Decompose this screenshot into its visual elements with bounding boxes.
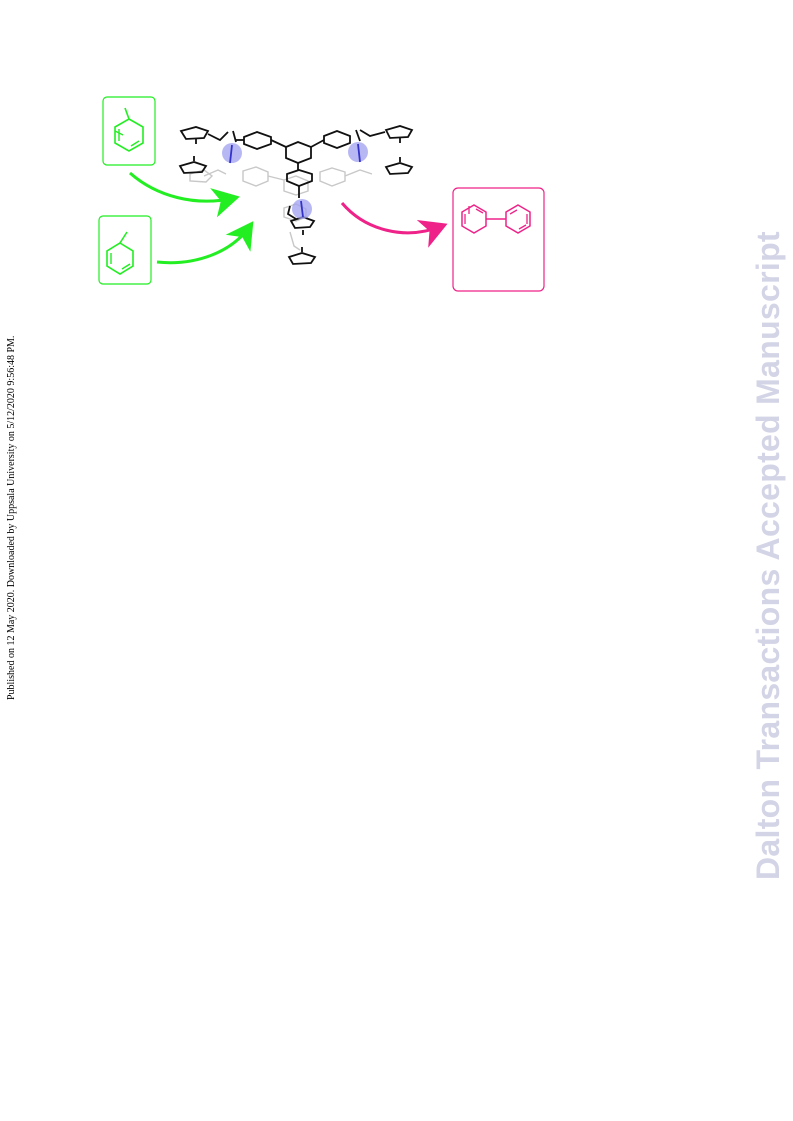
- catalyst-ghost-layer: [189, 166, 373, 251]
- biaryl-product-box: [452, 187, 545, 292]
- reactant-arrows: [129, 171, 254, 265]
- accepted-manuscript-watermark: Dalton Transactions Accepted Manuscript: [750, 231, 786, 880]
- publication-note: Published on 12 May 2020. Downloaded by …: [6, 335, 17, 700]
- metal-centers: [222, 142, 368, 219]
- catalyst-structure: [178, 125, 414, 265]
- substituted-arene-box: [102, 96, 156, 166]
- toluene-box: [98, 215, 152, 285]
- product-arrow: [340, 202, 448, 248]
